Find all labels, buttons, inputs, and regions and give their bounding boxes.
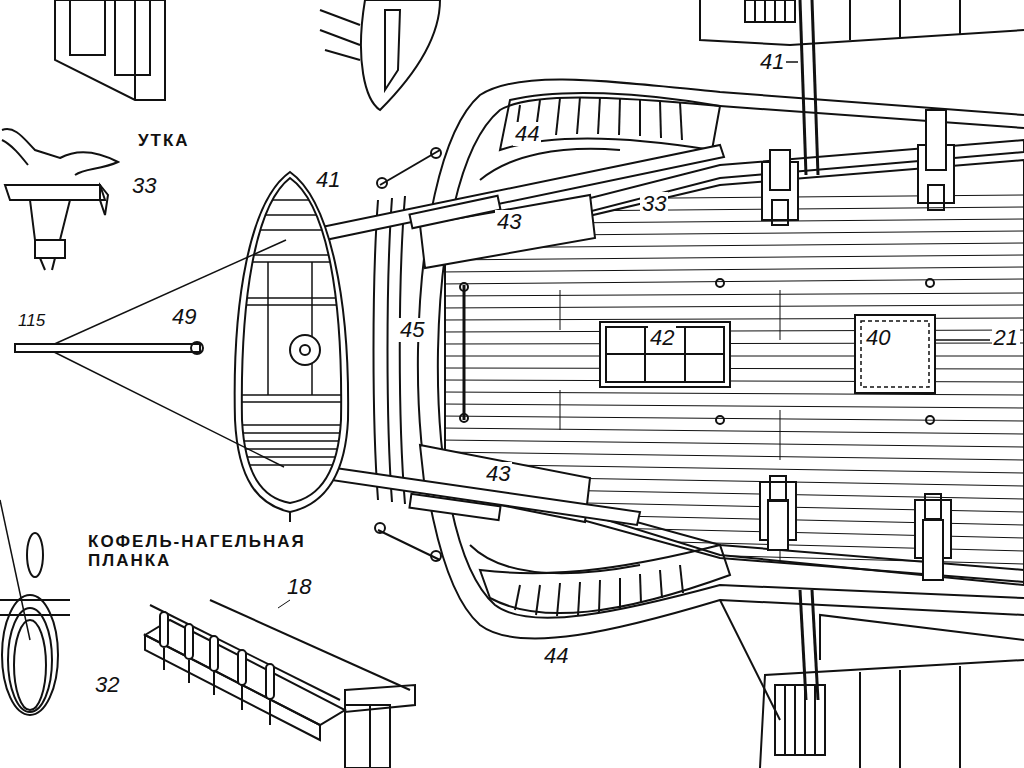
boat-detail xyxy=(720,600,1024,768)
boat-detail xyxy=(700,0,1024,45)
part-name: УТКА xyxy=(136,132,192,151)
callout-number: 115 xyxy=(16,312,47,331)
callout-number: 18 xyxy=(285,575,313,599)
callout-number: 40 xyxy=(864,326,892,350)
rope-coil xyxy=(0,500,70,715)
callout-number: 45 xyxy=(398,318,426,342)
callout-number: 43 xyxy=(495,210,523,234)
callout-number: 32 xyxy=(93,673,121,697)
pin-rail xyxy=(145,600,415,768)
callout-number: 44 xyxy=(542,644,570,668)
callout-number: 44 xyxy=(513,122,541,146)
callout-number: 49 xyxy=(170,305,198,329)
window-detail xyxy=(55,0,165,100)
callout-number: 41 xyxy=(758,50,786,74)
callout-number: 42 xyxy=(648,326,676,350)
callout-number: 33 xyxy=(640,192,668,216)
gallery xyxy=(470,545,730,616)
gallery xyxy=(480,93,720,180)
block-detail xyxy=(320,0,440,110)
cleat-detail xyxy=(2,129,118,270)
gun-carriage xyxy=(760,110,954,580)
stern-boat xyxy=(235,172,348,522)
callout-number: 41 xyxy=(314,168,342,192)
callout-number: 33 xyxy=(130,174,158,198)
callout-number: 43 xyxy=(484,462,512,486)
part-name: КОФЕЛЬ-НАГЕЛЬНАЯ ПЛАНКА xyxy=(86,533,352,570)
callout-number: 21 xyxy=(992,326,1020,350)
